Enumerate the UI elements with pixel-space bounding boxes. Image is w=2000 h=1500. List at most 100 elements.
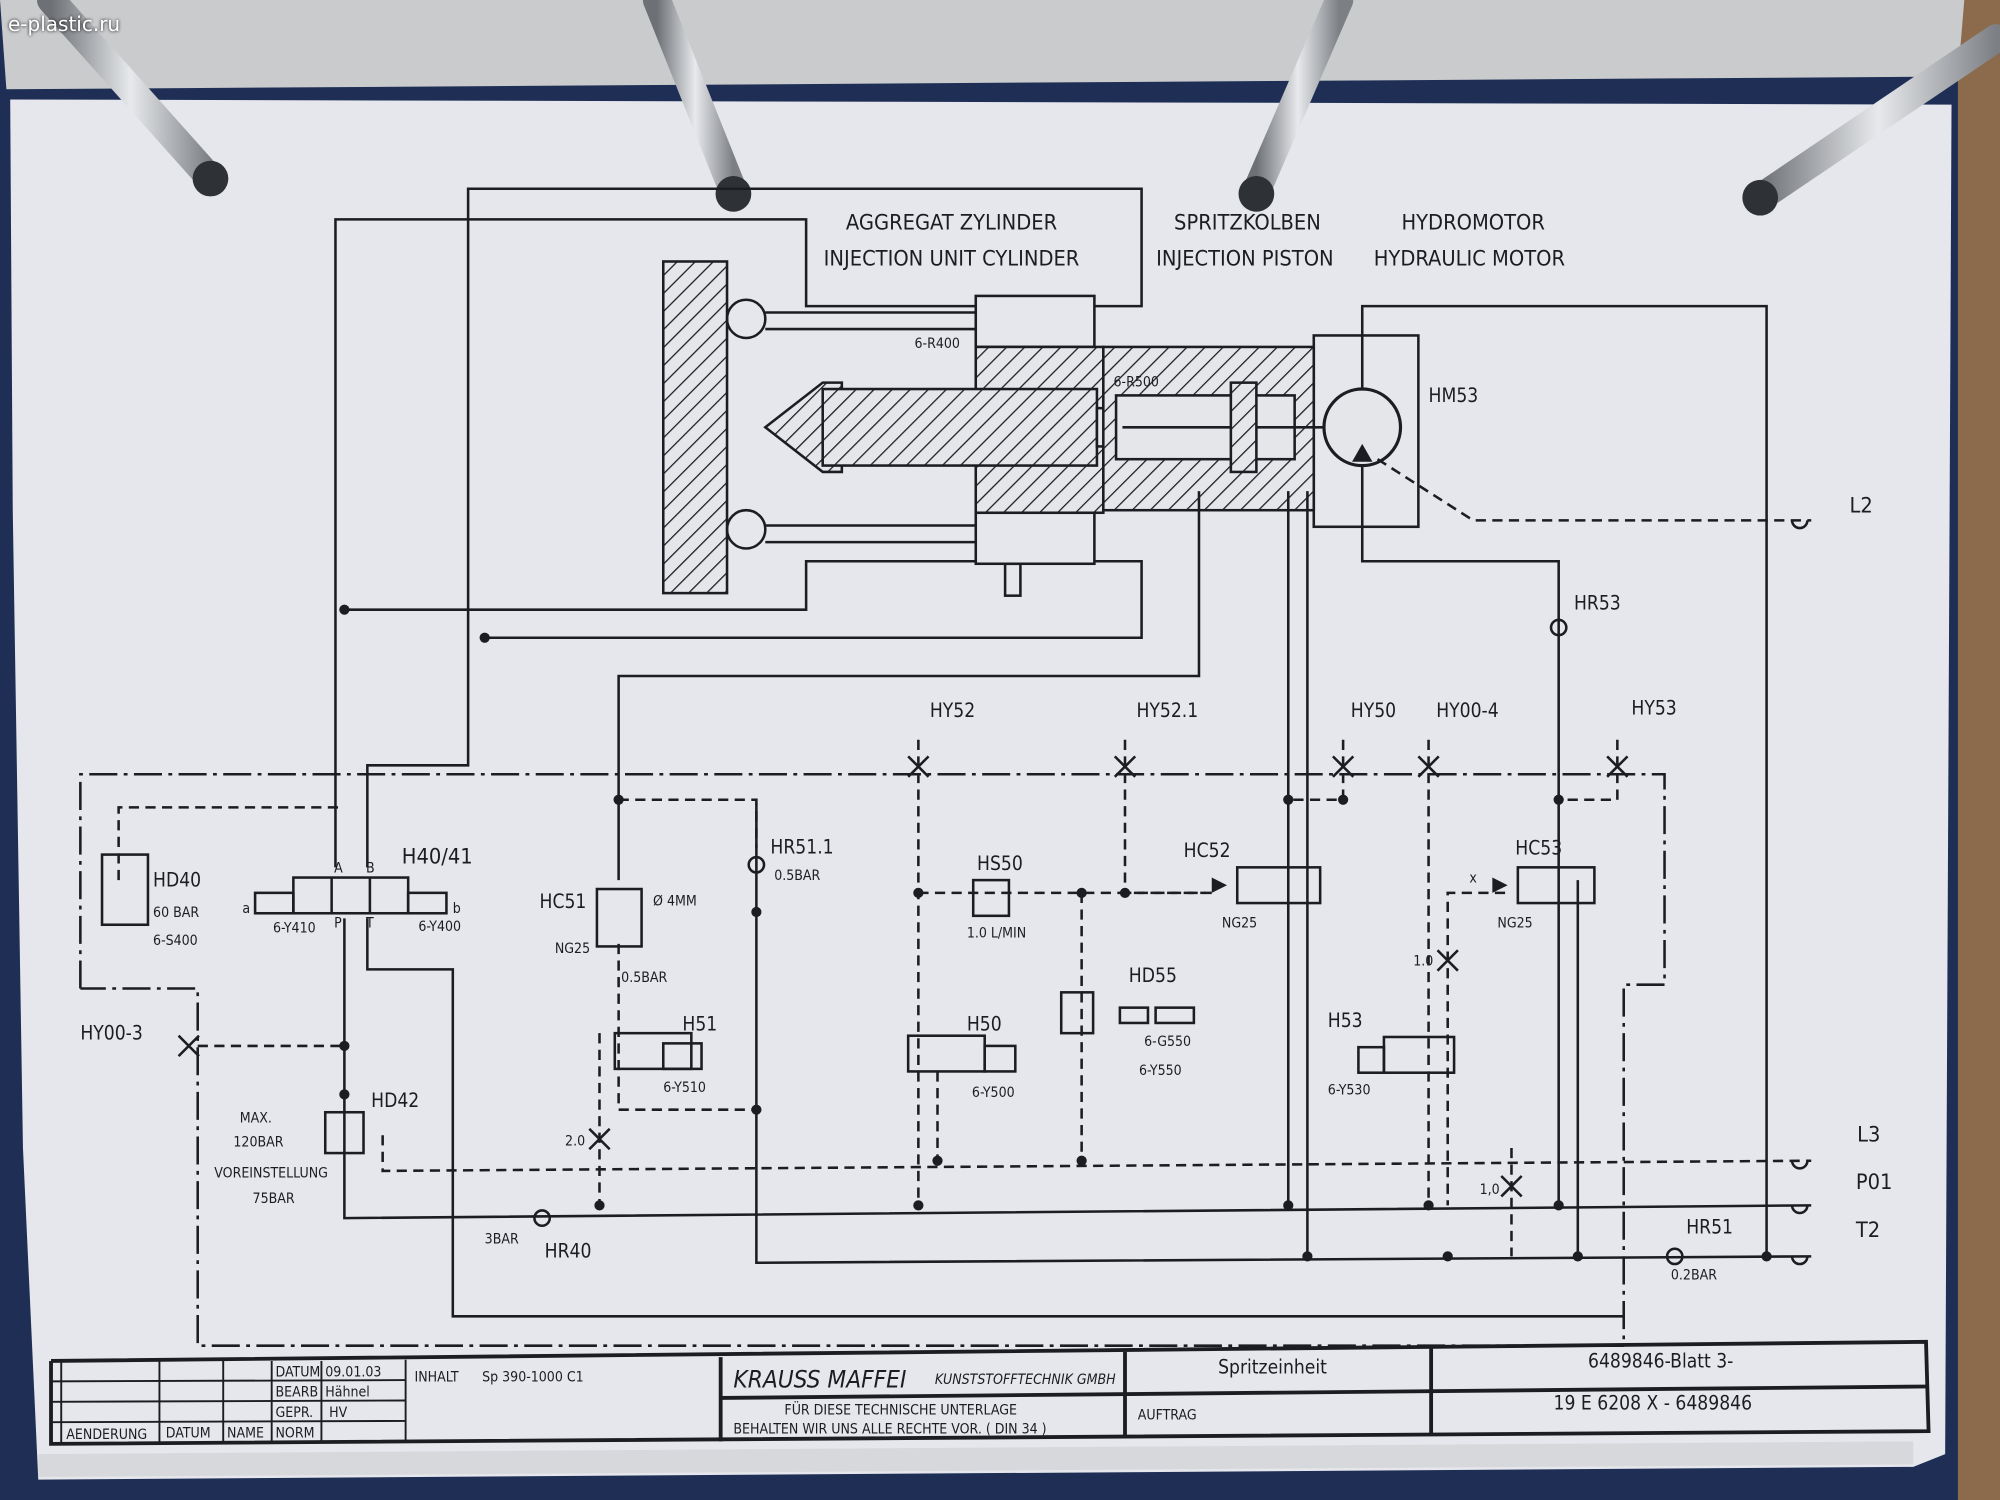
tb-name-col: NAME — [227, 1425, 264, 1441]
label-hr51-pressure: 0.2BAR — [1671, 1267, 1717, 1283]
header-motor-en: HYDRAULIC MOTOR — [1374, 246, 1565, 271]
header-piston-de: SPRITZKOLBEN — [1174, 211, 1321, 236]
label-hr40-pressure: 3BAR — [485, 1232, 519, 1248]
tb-rights-1: FÜR DIESE TECHNISCHE UNTERLAGE — [784, 1401, 1017, 1419]
label-max: MAX. — [240, 1110, 272, 1126]
tb-datum-col: DATUM — [166, 1425, 211, 1441]
tb-company-sub: KUNSTSTOFFTECHNIK GMBH — [935, 1372, 1116, 1388]
tb-drawing-number: 19 E 6208 X - 6489846 — [1554, 1391, 1752, 1414]
label-y510: 6-Y510 — [663, 1080, 706, 1096]
label-hc51-pressure: 0.5BAR — [621, 970, 667, 986]
paper-stack — [0, 0, 1965, 90]
tb-company: KRAUSS MAFFEI — [733, 1366, 906, 1394]
label-hc52-ng: NG25 — [1222, 915, 1257, 931]
tb-aenderung: AENDERUNG — [66, 1427, 147, 1443]
label-r500: 6-R500 — [1114, 374, 1159, 390]
label-hr51-1: HR51.1 — [770, 835, 833, 858]
header-motor-de: HYDROMOTOR — [1401, 211, 1544, 236]
injection-unit-drawing — [661, 260, 1420, 597]
hs50-flow-valve — [971, 878, 1011, 918]
label-hd40: HD40 — [153, 868, 201, 891]
junction-dots — [339, 604, 1772, 1262]
label-t2: T2 — [1855, 1218, 1880, 1243]
paper-bottom-edge — [38, 1441, 1914, 1478]
label-sol-b: b — [453, 901, 461, 917]
label-hy52-1: HY52.1 — [1136, 699, 1198, 722]
header-piston-en: INJECTION PISTON — [1156, 246, 1334, 271]
hc52-valve — [1235, 866, 1322, 905]
tb-auftrag: AUFTRAG — [1138, 1408, 1197, 1424]
label-voreinstellung-pressure: 75BAR — [253, 1191, 295, 1207]
tb-inhalt: Sp 390-1000 C1 — [482, 1369, 584, 1385]
label-y400: 6-Y400 — [418, 919, 461, 935]
label-s400: 6-S400 — [153, 933, 198, 949]
binder-rings — [36, 0, 2000, 216]
hc53-valve — [1516, 866, 1596, 905]
label-hc53-ng: NG25 — [1497, 915, 1532, 931]
label-hr40: HR40 — [545, 1240, 592, 1263]
hr51-1-check-valve — [747, 855, 766, 874]
label-hy50: HY50 — [1351, 699, 1396, 722]
label-orifice-1-0b: 1,0 — [1480, 1182, 1500, 1198]
label-y500: 6-Y500 — [972, 1085, 1015, 1101]
label-hr51: HR51 — [1686, 1215, 1733, 1238]
label-hy00-4: HY00-4 — [1436, 699, 1499, 722]
label-hc52: HC52 — [1184, 839, 1231, 862]
label-voreinstellung: VOREINSTELLUNG — [214, 1165, 328, 1181]
label-l2: L2 — [1849, 494, 1872, 519]
label-hm53: HM53 — [1429, 384, 1479, 407]
label-h40-41: H40/41 — [402, 845, 473, 870]
watermark-text: e-plastic.ru — [8, 12, 121, 36]
hd55-valve — [1059, 991, 1095, 1035]
paper-sheet — [10, 99, 1952, 1480]
tb-datum-label: DATUM — [276, 1364, 321, 1380]
label-port-a: A — [334, 860, 343, 876]
label-g550: 6-G550 — [1144, 1034, 1191, 1050]
label-hc51: HC51 — [540, 890, 587, 913]
label-hd55: HD55 — [1129, 964, 1177, 987]
label-h51: H51 — [682, 1013, 717, 1036]
tb-inhalt-label: INHALT — [415, 1369, 459, 1385]
hr51-check-valve — [1665, 1247, 1684, 1266]
label-hs50-flow: 1.0 L/MIN — [967, 926, 1026, 942]
tb-bearb-label: BEARB — [276, 1385, 319, 1401]
label-max-pressure: 120BAR — [233, 1135, 283, 1151]
hd42-valve — [323, 1110, 365, 1155]
label-hy00-3: HY00-3 — [80, 1022, 143, 1045]
label-port-b: B — [366, 860, 375, 876]
tb-norm-label: NORM — [276, 1425, 315, 1441]
label-p01: P01 — [1856, 1170, 1893, 1195]
hr40-check-valve — [533, 1209, 552, 1228]
section-headers: AGGREGAT ZYLINDER INJECTION UNIT CYLINDE… — [824, 211, 1565, 272]
label-hd42: HD42 — [371, 1089, 419, 1112]
label-hc53-x: x — [1469, 871, 1477, 887]
label-orifice-2-0: 2.0 — [565, 1133, 585, 1149]
label-hr51-1-pressure: 0.5BAR — [774, 868, 820, 884]
tb-sheet: 6489846-Blatt 3- — [1588, 1349, 1733, 1372]
label-orifice-1-0: 1.0 — [1413, 954, 1433, 970]
label-y550: 6-Y550 — [1139, 1063, 1182, 1079]
label-hc51-diameter: Ø 4MM — [653, 894, 697, 910]
label-port-p: P — [334, 915, 342, 931]
hd40-pressure-switch — [100, 853, 150, 927]
label-r400: 6-R400 — [915, 336, 960, 352]
label-hs50: HS50 — [977, 852, 1023, 875]
label-hc51-ng: NG25 — [555, 941, 590, 957]
tb-datum: 09.01.03 — [325, 1364, 381, 1380]
tb-title: Spritzeinheit — [1218, 1356, 1327, 1379]
hr53-check-valve — [1549, 618, 1568, 637]
label-sol-a: a — [242, 901, 250, 917]
title-block: DATUM 09.01.03 BEARB Hähnel GEPR. HV NOR… — [49, 1339, 1931, 1446]
label-y530: 6-Y530 — [1328, 1082, 1371, 1098]
header-aggregat-en: INJECTION UNIT CYLINDER — [824, 246, 1080, 271]
tb-bearb: Hähnel — [325, 1385, 369, 1401]
label-h50: H50 — [967, 1013, 1002, 1036]
tb-rights-2: BEHALTEN WIR UNS ALLE RECHTE VOR. ( DIN … — [733, 1422, 1046, 1438]
label-hy52: HY52 — [930, 699, 975, 722]
label-hd40-pressure: 60 BAR — [153, 905, 199, 921]
header-aggregat-de: AGGREGAT ZYLINDER — [846, 211, 1057, 236]
component-labels: 6-R400 6-R500 HM53 L2 HR53 HY52 HY52.1 H… — [80, 336, 1892, 1283]
label-h53: H53 — [1328, 1009, 1363, 1032]
h51-valve — [613, 1031, 693, 1071]
label-l3: L3 — [1857, 1123, 1880, 1148]
